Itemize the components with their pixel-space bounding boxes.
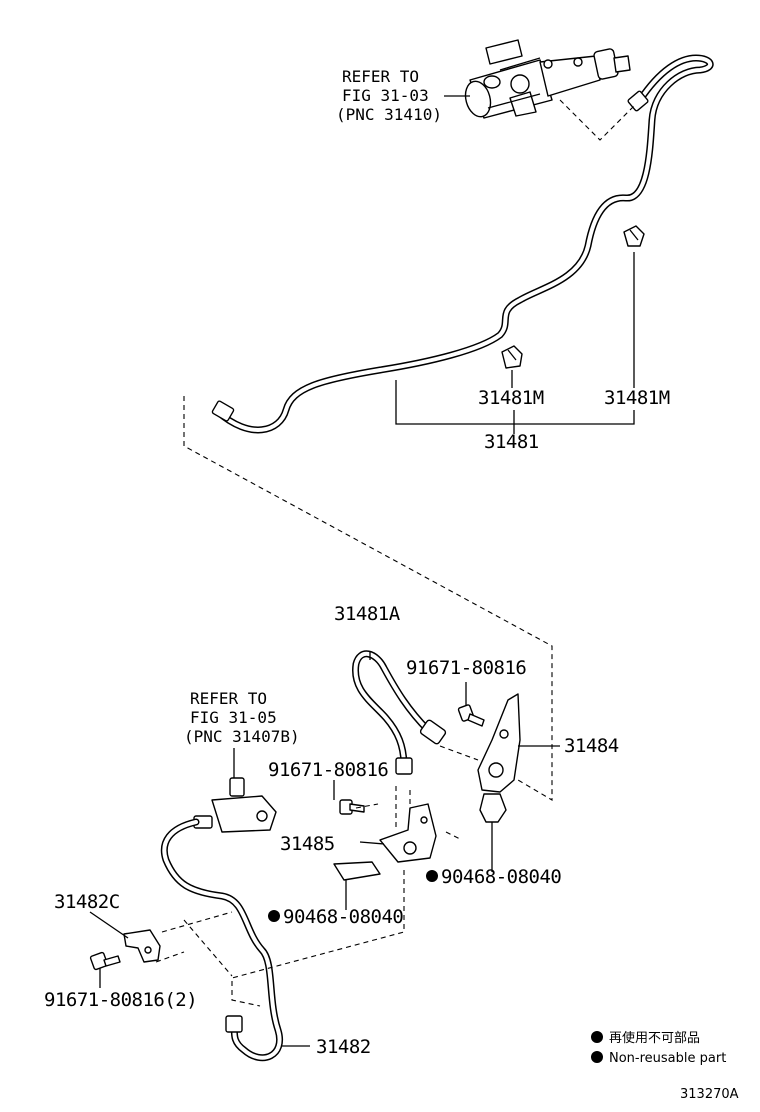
hose-fittings — [395, 719, 447, 775]
clamp-31481m-left-drawing — [501, 345, 523, 369]
part-91671-bottom-label: 91671-80816(2) — [44, 989, 197, 1011]
tube-end-fitting-upper — [627, 90, 649, 112]
non-reusable-marker-left — [268, 910, 280, 922]
part-31485-label: 31485 — [280, 833, 335, 855]
part-31481a-label: 31481A — [334, 603, 401, 625]
part-31482-label: 31482 — [316, 1036, 371, 1058]
bolt-91671-bottom-drawing — [89, 951, 121, 971]
bolt-91671-mid-drawing — [339, 799, 365, 815]
master-cylinder-drawing — [464, 39, 631, 119]
refer-top-line3: (PNC 31410) — [336, 105, 442, 124]
clamp-31482c-drawing — [123, 929, 161, 963]
legend-jp-text: 再使用不可部品 — [609, 1030, 700, 1046]
non-reusable-marker-right — [426, 870, 438, 882]
union-fitting-drawing — [193, 777, 277, 833]
refer-mid-line2: FIG 31-05 — [190, 708, 277, 727]
legend-dot-en — [591, 1051, 603, 1063]
part-90468-left-label: 90468-08040 — [283, 906, 403, 928]
legend-dot-jp — [591, 1031, 603, 1043]
refer-mid-line1: REFER TO — [190, 689, 267, 708]
refer-top-line2: FIG 31-03 — [342, 86, 429, 105]
part-31481m-right-label: 31481M — [604, 387, 670, 409]
figure-code: 313270A — [680, 1087, 739, 1102]
part-31481-label: 31481 — [484, 431, 539, 453]
part-91671-mid-label: 91671-80816 — [268, 759, 388, 781]
part-31482c-label: 31482C — [54, 891, 120, 913]
bracket-31485-drawing — [379, 803, 437, 863]
lower-tube-end-fitting — [225, 1015, 243, 1033]
part-91671-top-label: 91671-80816 — [406, 657, 526, 679]
refer-mid-line3: (PNC 31407B) — [184, 727, 300, 746]
tube-end-fitting-lower — [211, 400, 235, 422]
part-31484-label: 31484 — [564, 735, 619, 757]
refer-top-line1: REFER TO — [342, 67, 419, 86]
part-90468-right-label: 90468-08040 — [441, 866, 561, 888]
legend-en-text: Non-reusable part — [609, 1051, 726, 1066]
clamp-31481m-right-drawing — [623, 225, 645, 247]
part-31481m-left-label: 31481M — [478, 387, 544, 409]
bracket-31484-drawing — [477, 693, 521, 823]
clip-90468-left-drawing — [333, 861, 381, 881]
bolt-91671-top-drawing — [457, 704, 485, 727]
